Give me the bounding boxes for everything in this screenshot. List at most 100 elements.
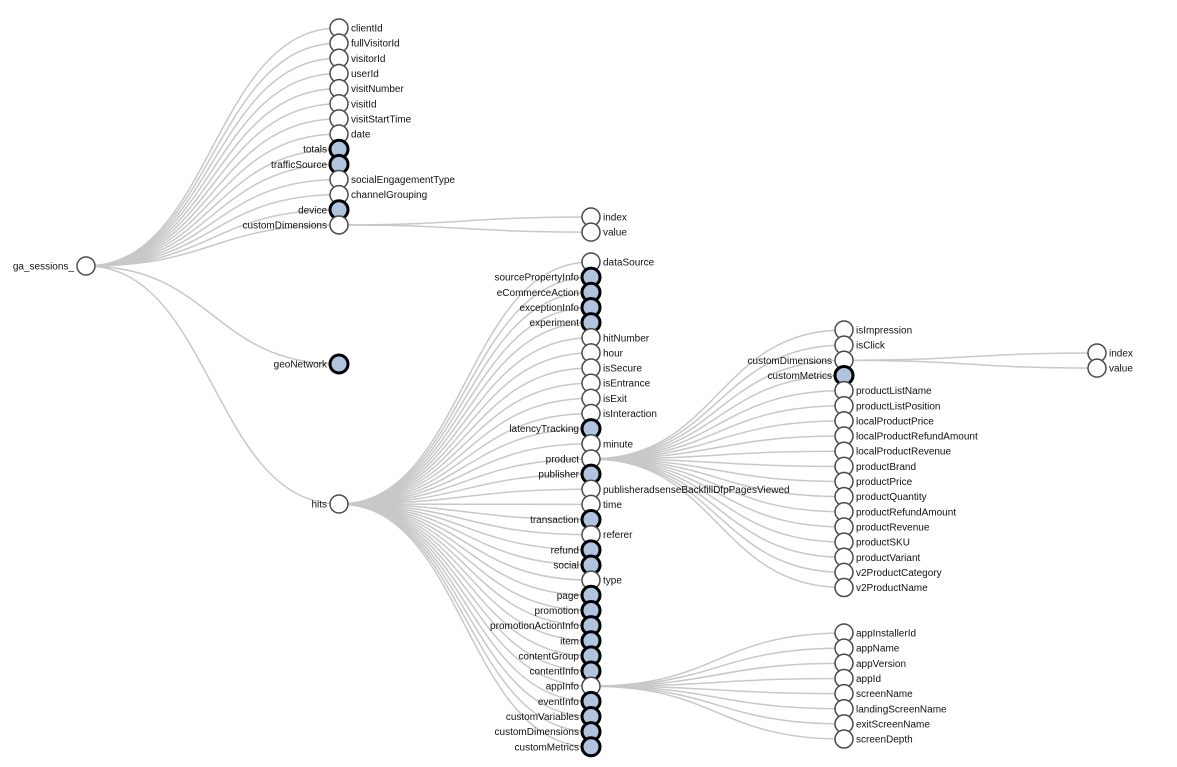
tree-node-hour[interactable]: hour	[581, 343, 624, 363]
node-label: time	[603, 500, 622, 511]
node-label: geoNetwork	[274, 360, 328, 371]
tree-node-v2-product-category[interactable]: v2ProductCategory	[834, 562, 942, 583]
node-label: hits	[311, 500, 327, 511]
tree-node-geo-network[interactable]: geoNetwork	[274, 353, 350, 375]
link-app-name	[590, 647, 845, 687]
tree-node-product-variant[interactable]: productVariant	[834, 547, 921, 567]
tree-node-visitor-id[interactable]: visitorId	[329, 48, 385, 69]
tree-node-local-product-revenue[interactable]: localProductRevenue	[834, 441, 951, 461]
link-custom-variables	[338, 503, 592, 718]
tree-node-hits[interactable]: hits	[311, 494, 349, 514]
node-label: totals	[303, 145, 327, 156]
link-index	[338, 216, 592, 226]
node-circle[interactable]	[329, 494, 349, 514]
node-label: screenName	[856, 689, 913, 700]
node-label: landingScreenName	[856, 704, 947, 715]
tree-node-product-revenue[interactable]: productRevenue	[834, 517, 930, 537]
tree-node-product-refund-amount[interactable]: productRefundAmount	[834, 502, 956, 522]
tree-node-custom-dimensions[interactable]: customDimensions	[495, 721, 602, 743]
link-app-installer-id	[590, 632, 845, 687]
link-custom-dimensions	[590, 359, 845, 460]
tree-node-value[interactable]: value	[581, 222, 627, 242]
tree-node-publisheradsense-backfill-dfp-pages-viewed[interactable]: publisheradsenseBackfillDfpPagesViewed	[581, 479, 790, 499]
node-label: productListPosition	[856, 401, 941, 412]
tree-node-time[interactable]: time	[581, 494, 622, 515]
link-exit-screen-name	[590, 685, 845, 725]
link-is-click	[590, 344, 845, 460]
tree-node-local-product-refund-amount[interactable]: localProductRefundAmount	[834, 426, 978, 446]
node-label: isExit	[603, 394, 627, 405]
tree-node-custom-metrics[interactable]: customMetrics	[515, 736, 602, 758]
link-custom-metrics	[338, 503, 592, 748]
tree-node-exit-screen-name[interactable]: exitScreenName	[834, 714, 930, 734]
node-label: value	[603, 228, 627, 239]
tree-node-product-list-position[interactable]: productListPosition	[834, 396, 941, 416]
node-label: hour	[603, 348, 624, 359]
node-circle[interactable]	[834, 729, 854, 749]
tree-node-referer[interactable]: referer	[581, 524, 633, 545]
tree-node-refund[interactable]: refund	[551, 539, 602, 561]
tree-node-full-visitor-id[interactable]: fullVisitorId	[329, 33, 400, 53]
link-content-info	[338, 503, 592, 672]
node-label: appInstallerId	[856, 629, 916, 640]
tree-node-visit-id[interactable]: visitId	[329, 94, 377, 114]
tree-node-custom-dimensions[interactable]: customDimensions	[243, 215, 349, 235]
node-circle[interactable]	[834, 577, 854, 598]
node-label: contentInfo	[530, 667, 580, 678]
link-hit-number	[338, 337, 592, 505]
node-label: experiment	[530, 318, 580, 329]
node-label: productListName	[856, 386, 932, 397]
link-device	[85, 209, 340, 267]
node-label: sourcePropertyInfo	[495, 273, 580, 284]
tree-node-latency-tracking[interactable]: latencyTracking	[509, 418, 602, 440]
node-label: isInteraction	[603, 409, 657, 420]
tree-node-gasessions[interactable]: ga_sessions_	[13, 256, 96, 276]
tree-node-product-quantity[interactable]: productQuantity	[834, 486, 927, 507]
node-label: publisher	[538, 470, 579, 481]
tree-node-content-info[interactable]: contentInfo	[530, 660, 602, 682]
node-label: customMetrics	[515, 742, 579, 753]
node-label: minute	[603, 439, 633, 450]
tree-node-value[interactable]: value	[1087, 358, 1133, 378]
tree-node-local-product-price[interactable]: localProductPrice	[834, 411, 934, 431]
node-circle[interactable]	[581, 222, 601, 242]
tree-node-v2-product-name[interactable]: v2ProductName	[834, 577, 928, 598]
collapsed-node-circle[interactable]	[580, 736, 602, 758]
link-is-secure	[338, 367, 592, 505]
tree-node-hit-number[interactable]: hitNumber	[581, 328, 650, 348]
link-value	[338, 224, 592, 233]
node-label: appVersion	[856, 659, 906, 670]
link-custom-dimensions	[85, 224, 340, 267]
node-label: productBrand	[856, 462, 916, 473]
link-visit-start-time	[85, 118, 340, 267]
tree-node-source-property-info[interactable]: sourcePropertyInfo	[495, 266, 602, 288]
node-label: isImpression	[856, 326, 912, 337]
node-label: index	[603, 213, 627, 224]
node-label: v2ProductCategory	[856, 568, 942, 579]
tree-node-landing-screen-name[interactable]: landingScreenName	[834, 699, 947, 719]
tree-node-content-group[interactable]: contentGroup	[518, 645, 602, 667]
node-label: customDimensions	[243, 220, 327, 231]
link-date	[85, 133, 340, 267]
tree-node-e-commerce-action[interactable]: eCommerceAction	[497, 281, 602, 303]
tree-node-publisher[interactable]: publisher	[538, 463, 602, 485]
node-label: productSKU	[856, 538, 910, 549]
tree-node-screen-depth[interactable]: screenDepth	[834, 729, 913, 749]
tree-node-product-list-name[interactable]: productListName	[834, 380, 932, 401]
node-label: index	[1109, 349, 1133, 360]
tree-node-social-engagement-type[interactable]: socialEngagementType	[329, 169, 455, 190]
node-circle[interactable]	[76, 256, 96, 276]
node-label: item	[560, 636, 579, 647]
link-traffic-source	[85, 163, 340, 267]
node-circle[interactable]	[1087, 358, 1107, 378]
tree-node-visit-start-time[interactable]: visitStartTime	[329, 109, 412, 129]
node-label: productQuantity	[856, 492, 927, 503]
link-is-interaction	[338, 412, 592, 505]
node-circle[interactable]	[329, 215, 349, 235]
tree-node-date[interactable]: date	[329, 124, 371, 144]
node-label: appInfo	[546, 682, 580, 693]
collapsed-node-circle[interactable]	[328, 353, 350, 375]
link-product-variant	[590, 458, 845, 558]
node-label: customMetrics	[768, 371, 832, 382]
node-label: visitNumber	[351, 84, 404, 95]
